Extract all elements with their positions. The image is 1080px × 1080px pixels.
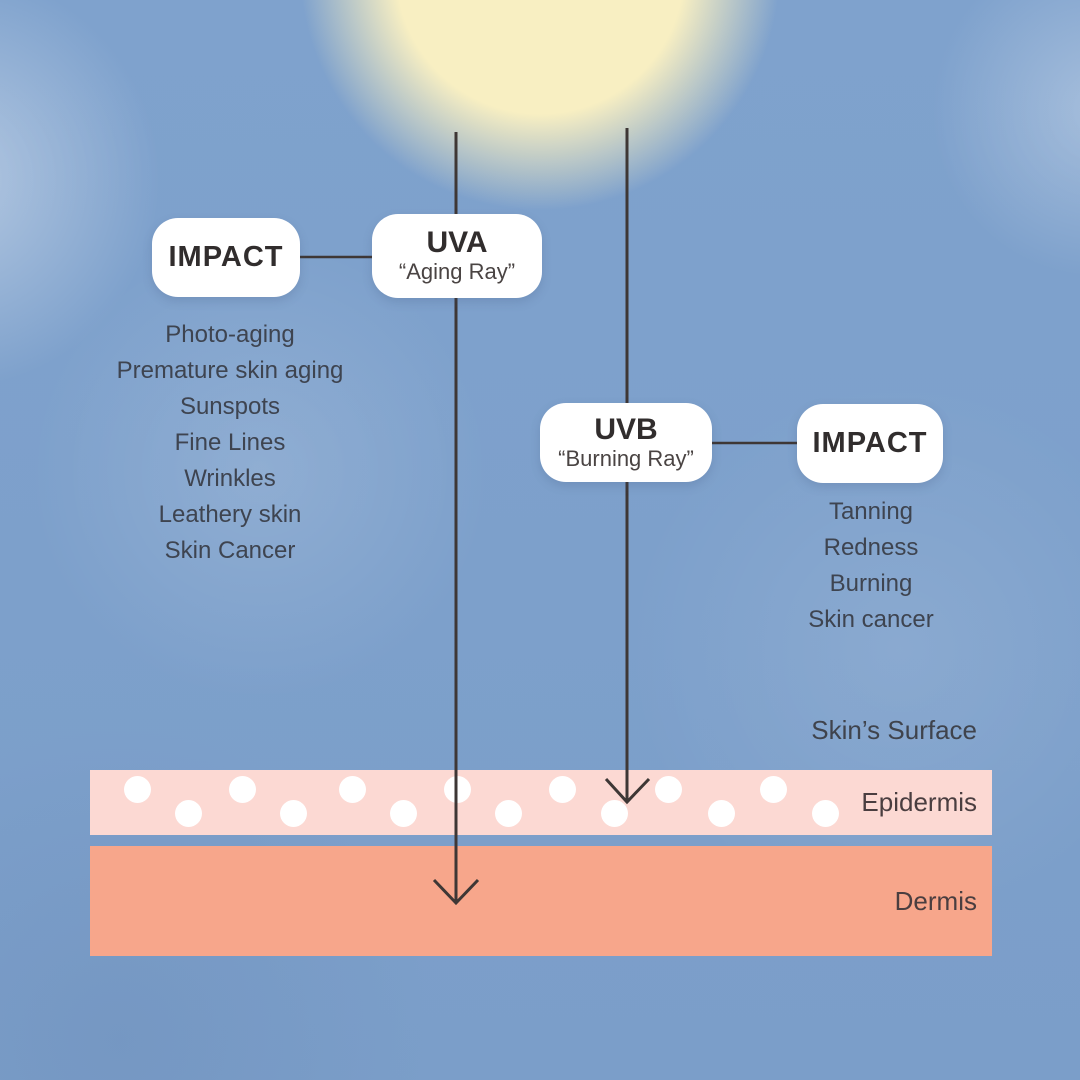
list-item: Wrinkles bbox=[184, 465, 276, 492]
skin-surface-label: Skin’s Surface bbox=[811, 715, 977, 745]
epidermis-cell-dot bbox=[811, 799, 839, 827]
uva-impact-list: Photo-aging Premature skin aging Sunspot… bbox=[80, 317, 380, 569]
list-item: Skin Cancer bbox=[164, 537, 296, 564]
uvb-impact-label: IMPACT bbox=[812, 427, 928, 459]
list-item: Redness bbox=[823, 534, 919, 561]
uva-card: UVA “Aging Ray” bbox=[372, 214, 542, 298]
list-item: Premature skin aging bbox=[116, 357, 344, 384]
sun-icon bbox=[300, 0, 780, 210]
epidermis-cell-dot bbox=[443, 775, 471, 803]
list-item: Sunspots bbox=[179, 393, 281, 420]
uvb-impact-card: IMPACT bbox=[797, 404, 943, 483]
epidermis-cell-dot bbox=[279, 799, 307, 827]
epidermis-cell-dot bbox=[123, 775, 151, 803]
uvb-impact-list: Tanning Redness Burning Skin cancer bbox=[771, 494, 971, 638]
epidermis-cell-dot bbox=[707, 799, 735, 827]
epidermis-layer bbox=[90, 770, 992, 835]
dermis-layer bbox=[90, 846, 992, 956]
uva-nickname: “Aging Ray” bbox=[398, 259, 516, 284]
list-item: Photo-aging bbox=[165, 321, 295, 348]
epidermis-cell-dot bbox=[600, 799, 628, 827]
epidermis-cell-dot bbox=[228, 775, 256, 803]
uva-impact-card: IMPACT bbox=[152, 218, 300, 297]
epidermis-cell-dot bbox=[759, 775, 787, 803]
epidermis-cell-dot bbox=[338, 775, 366, 803]
epidermis-cell-dot bbox=[654, 775, 682, 803]
list-item: Leathery skin bbox=[158, 501, 302, 528]
list-item: Fine Lines bbox=[174, 429, 286, 456]
epidermis-cell-dot bbox=[174, 799, 202, 827]
epidermis-cell-dot bbox=[548, 775, 576, 803]
epidermis-label: Epidermis bbox=[861, 787, 977, 817]
list-item: Skin cancer bbox=[808, 606, 934, 633]
list-item: Tanning bbox=[828, 498, 914, 525]
epidermis-cell-dot bbox=[494, 799, 522, 827]
epidermis-cell-dot bbox=[389, 799, 417, 827]
uvb-card: UVB “Burning Ray” bbox=[540, 403, 712, 482]
uvb-nickname: “Burning Ray” bbox=[558, 445, 694, 471]
list-item: Burning bbox=[829, 570, 913, 597]
uvb-title: UVB bbox=[594, 412, 658, 446]
dermis-label: Dermis bbox=[894, 886, 977, 916]
uva-title: UVA bbox=[426, 226, 488, 259]
uva-impact-label: IMPACT bbox=[168, 241, 284, 273]
